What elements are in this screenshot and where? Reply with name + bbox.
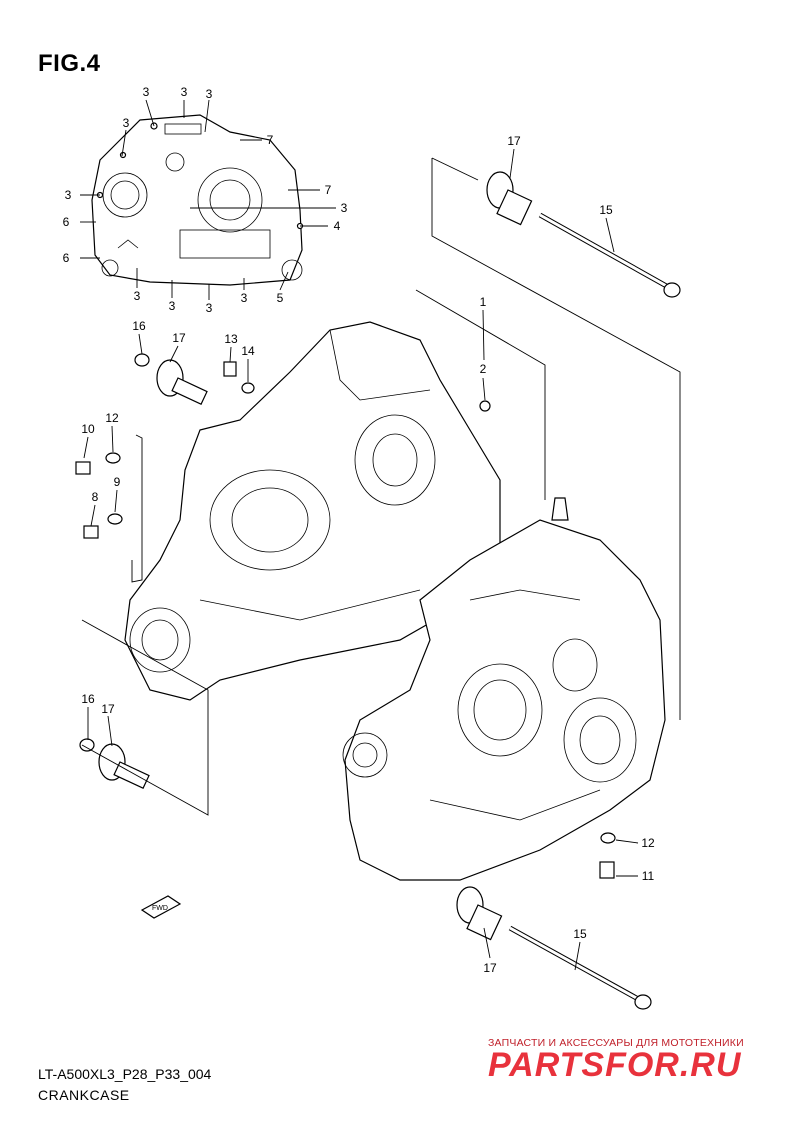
callout-3: 3 [65,188,72,202]
fwd-label: FWD [152,905,168,912]
small-bolts-and-washers [75,361,616,879]
dowel-gear-part-17-bottom-right [456,886,503,941]
figure-title: FIG.4 [38,50,101,77]
callout-17: 17 [172,331,186,345]
dowel-gear-part-17-left [134,353,208,406]
dowel-gear-part-17-lower [79,738,150,790]
callout-16: 16 [81,692,95,706]
long-bolt-part-15-top [538,212,681,298]
dowel-gear-part-17-top-right [486,171,533,226]
callout-14: 14 [241,344,255,358]
figure-code: LT-A500XL3_P28_P33_004 [38,1066,212,1082]
callout-1: 1 [480,295,487,309]
inset-leader-lines [80,99,336,300]
callout-6: 6 [63,251,70,265]
crankcase-left-half [124,321,501,701]
callout-17: 17 [101,702,115,716]
callout-7: 7 [267,133,274,147]
callout-4: 4 [334,219,341,233]
callout-3: 3 [206,301,213,315]
callout-10: 10 [81,422,95,436]
crankcase-right-half [342,497,666,881]
callout-5: 5 [277,291,284,305]
callout-15: 15 [599,203,613,217]
callout-16: 16 [132,319,146,333]
callout-3: 3 [123,116,130,130]
callout-12: 12 [641,836,655,850]
callout-3: 3 [241,291,248,305]
fwd-direction-arrow: FWD [140,895,182,919]
inset-crankcase-view [91,114,304,286]
callout-17: 17 [483,961,497,975]
callout-3: 3 [181,85,188,99]
callout-11: 11 [642,869,655,883]
callout-3: 3 [169,299,176,313]
callout-15: 15 [573,927,587,941]
callout-8: 8 [92,490,99,504]
callout-17: 17 [507,134,521,148]
long-bolt-part-15-bottom [508,925,652,1010]
callout-3: 3 [341,201,348,215]
watermark-logo: PARTSFOR.RU [488,1046,742,1084]
watermark-tagline: ЗАПЧАСТИ И АКСЕССУАРЫ ДЛЯ МОТОТЕХНИКИ [488,1037,744,1049]
callout-7: 7 [325,183,332,197]
callout-labels: 3 3 3 3 3 6 6 7 7 3 4 3 3 3 3 5 1 2 16 1… [63,85,655,975]
callout-13: 13 [224,332,238,346]
callout-9: 9 [114,475,121,489]
callout-3: 3 [206,87,213,101]
callout-6: 6 [63,215,70,229]
main-leader-lines [81,148,681,971]
callout-12: 12 [105,411,119,425]
callout-2: 2 [480,362,487,376]
callout-3: 3 [134,289,141,303]
callout-3: 3 [143,85,150,99]
figure-name: CRANKCASE [38,1087,130,1103]
